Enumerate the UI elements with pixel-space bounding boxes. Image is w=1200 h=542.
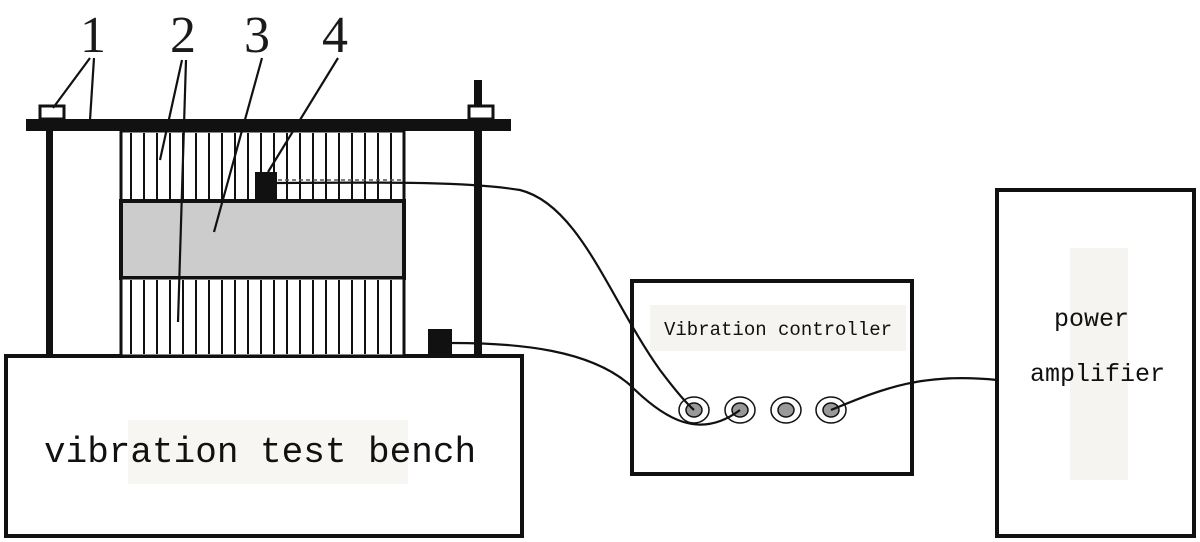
sensor-bench xyxy=(428,329,452,356)
bench-label-backdrop xyxy=(128,420,408,484)
sensor-top xyxy=(255,172,277,200)
specimen xyxy=(119,199,406,280)
lower-layer xyxy=(119,276,406,358)
callout-2: 2 xyxy=(170,7,196,64)
cables xyxy=(276,181,998,426)
bolt-left xyxy=(38,104,66,121)
amplifier-label-line2: amplifier xyxy=(1030,360,1165,389)
bench-label: vibration test bench xyxy=(44,432,476,473)
leader-lines xyxy=(52,57,339,323)
controller-label-backdrop xyxy=(650,305,906,351)
controller-label: Vibration controller xyxy=(664,319,892,341)
amplifier-label-backdrop xyxy=(1070,248,1128,480)
cable-sensor-bench xyxy=(451,341,741,426)
callout-3: 3 xyxy=(244,7,270,64)
callout-4: 4 xyxy=(322,7,348,64)
bolt-right xyxy=(467,104,495,121)
callout-1: 1 xyxy=(80,7,106,64)
amplifier-label-line1: power xyxy=(1054,305,1129,334)
clamp-plate xyxy=(26,119,511,131)
frame-post-right xyxy=(474,80,482,357)
port-3 xyxy=(770,396,802,424)
cable-sensor-top xyxy=(276,181,695,411)
cable-amplifier xyxy=(830,376,998,412)
frame-post-left xyxy=(46,110,53,357)
